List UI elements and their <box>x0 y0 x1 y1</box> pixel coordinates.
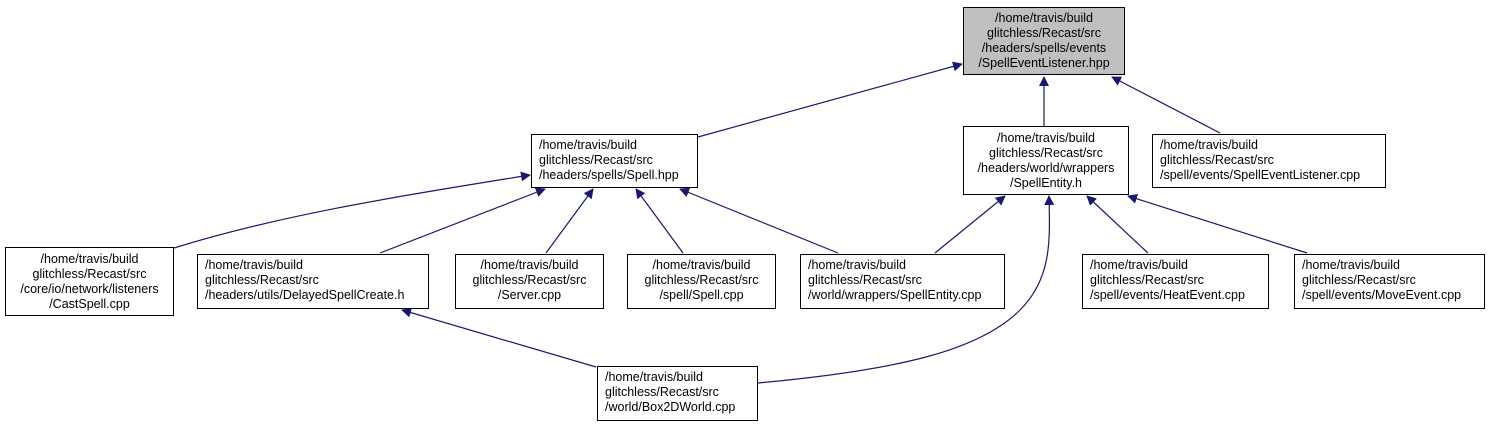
node-delayed-spell-create-h[interactable]: /home/travis/build glitchless/Recast/src… <box>197 254 429 309</box>
edge-listener-cpp-to-listener-hpp <box>1111 76 1221 134</box>
edge-spell-hpp-to-listener-hpp <box>697 61 963 138</box>
node-spell-entity-cpp[interactable]: /home/travis/build glitchless/Recast/src… <box>800 254 1005 309</box>
edge-server-to-spell-hpp <box>545 188 594 254</box>
edge-spellentity-cpp-to-spellentity-h <box>934 195 1006 254</box>
edge-spell-cpp-to-spell-hpp <box>635 188 684 254</box>
node-spell-event-listener-cpp[interactable]: /home/travis/build glitchless/Recast/src… <box>1152 134 1386 188</box>
node-heat-event-cpp[interactable]: /home/travis/build glitchless/Recast/src… <box>1082 254 1269 309</box>
node-box2d-world-cpp[interactable]: /home/travis/build glitchless/Recast/src… <box>597 366 758 421</box>
node-cast-spell-cpp[interactable]: /home/travis/build glitchless/Recast/src… <box>5 247 174 316</box>
edge-box2d-to-delayed-h <box>401 307 597 368</box>
edge-move-to-spellentity-h <box>1127 193 1308 254</box>
node-spell-hpp[interactable]: /home/travis/build glitchless/Recast/src… <box>531 134 698 188</box>
edge-spellentity-cpp-to-spell-hpp <box>679 187 839 254</box>
edge-box2d-to-spellentity-h <box>757 195 1055 384</box>
node-server-cpp[interactable]: /home/travis/build glitchless/Recast/src… <box>455 254 604 309</box>
edge-castspell-to-spell-hpp <box>173 171 531 249</box>
edge-heat-to-spellentity-h <box>1086 195 1149 254</box>
node-spell-entity-h[interactable]: /home/travis/build glitchless/Recast/src… <box>963 126 1129 195</box>
edge-delayed-to-spell-hpp <box>379 187 546 254</box>
node-move-event-cpp[interactable]: /home/travis/build glitchless/Recast/src… <box>1294 254 1485 309</box>
node-spell-event-listener-hpp[interactable]: /home/travis/build glitchless/Recast/src… <box>963 7 1125 75</box>
node-spell-cpp[interactable]: /home/travis/build glitchless/Recast/src… <box>627 254 776 309</box>
